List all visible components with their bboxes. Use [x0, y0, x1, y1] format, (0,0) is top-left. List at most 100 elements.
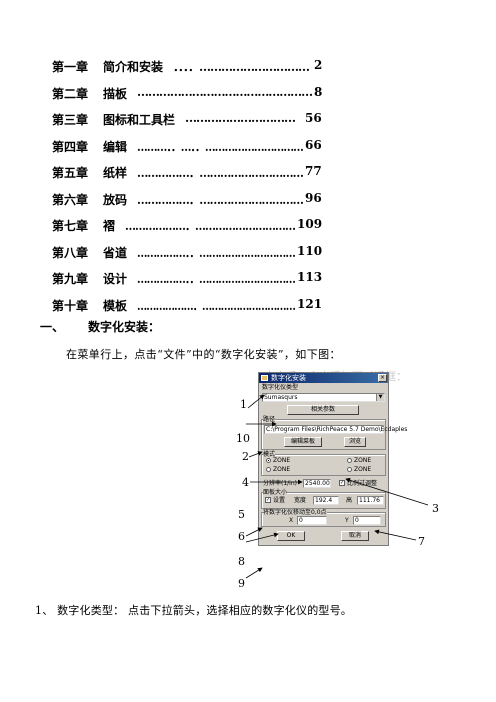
- x-input[interactable]: 0: [297, 516, 327, 525]
- toc-leader-dots: ．．．．…………………………: [173, 60, 310, 74]
- toc-chapter-number: 第二章: [52, 86, 89, 101]
- toc-chapter-title: 放码: [103, 192, 128, 207]
- y-input[interactable]: 0: [353, 516, 381, 525]
- arrow-9: [245, 567, 263, 579]
- height-label: 高: [346, 497, 353, 504]
- toc-leader-dots: …………………………: [185, 111, 296, 125]
- arrow-8: [245, 532, 279, 543]
- toc-chapter-title: 模板: [103, 298, 128, 313]
- radio-mode-3-label: ZONE: [354, 457, 372, 464]
- chevron-down-icon[interactable]: ▼: [376, 394, 384, 401]
- radio-mode-4[interactable]: [347, 467, 352, 472]
- radio-mode-4-label: ZONE: [354, 466, 372, 473]
- section-number: 一、: [40, 320, 65, 334]
- resolution-input[interactable]: 2540.00: [303, 479, 331, 488]
- origin-group-label: 将数字化仪移动至0,0点: [263, 509, 327, 516]
- toc-chapter-number: 第六章: [52, 192, 89, 207]
- toc-leader-dots: ……………．．…………………………: [137, 245, 296, 260]
- toc-leader-dots: …………………………………………: [137, 84, 313, 99]
- mode-group: [261, 454, 386, 476]
- size-set-checkbox[interactable]: ✓: [265, 497, 271, 503]
- toc-leader-dots: ………．．…．．…………………………: [137, 139, 304, 154]
- scale-adjust-checkbox[interactable]: ✓: [339, 480, 345, 486]
- toc-row: 第七章褶 ………………．…………………………109: [52, 217, 322, 233]
- toc-chapter-title: 褶: [103, 219, 116, 233]
- section-title: 数字化安装：: [88, 320, 161, 334]
- callout-4: 4: [242, 476, 249, 489]
- size-set-label: 设置: [273, 497, 286, 504]
- x-label: X: [289, 517, 294, 524]
- mode-group-label: 模式: [263, 451, 276, 458]
- toc-chapter-number: 第九章: [52, 272, 89, 286]
- params-button[interactable]: 相关参数: [287, 405, 359, 415]
- toc-chapter-title: 省道: [103, 245, 128, 260]
- intro-paragraph: 在菜单行上，点击“文件”中的“数字化安装”，如下图：: [66, 348, 341, 361]
- scale-adjust-label: 比例过调整: [347, 480, 378, 487]
- toc-leader-dots: ………………．…………………………: [125, 219, 296, 233]
- arrow-2: [248, 451, 263, 458]
- callout-2: 2: [242, 450, 249, 463]
- radio-mode-1-label: ZONE: [273, 457, 291, 464]
- toc-page-number: 121: [297, 296, 323, 311]
- toc-page-number: 56: [305, 111, 322, 125]
- toc-leader-dots: ……………．…………………………: [137, 166, 304, 180]
- toc-chapter-title: 编辑: [103, 139, 128, 154]
- toc-chapter-title: 设计: [103, 272, 128, 286]
- cancel-button[interactable]: 取消: [341, 531, 369, 541]
- edit-menu-board-button[interactable]: 编辑菜板: [284, 437, 322, 447]
- path-input[interactable]: C:\Program Files\RichPeace 5.7 Demo\Ecda…: [264, 425, 408, 434]
- toc-leader-dots: ………………．…………………………: [137, 298, 296, 313]
- callout-6: 6: [238, 530, 245, 543]
- toc-chapter-number: 第七章: [52, 219, 89, 233]
- radio-mode-2[interactable]: [266, 467, 271, 472]
- path-group-label: 路径: [263, 416, 276, 423]
- toc-row: 第五章纸样……………．…………………………77: [52, 164, 322, 180]
- width-label: 宽度: [294, 497, 307, 504]
- toc-chapter-number: 第五章: [52, 166, 89, 180]
- height-input[interactable]: 111.76: [357, 496, 384, 505]
- arrow-3: [345, 477, 429, 506]
- toc-page-number: 113: [297, 270, 323, 284]
- arrow-6: [245, 527, 263, 537]
- toc-row: 第二章描板 …………………………………………8: [52, 85, 322, 101]
- radio-mode-2-label: ZONE: [273, 466, 291, 473]
- toc-row: 第一章简介和安装．．．．…………………………2: [52, 58, 322, 74]
- toc-chapter-title: 简介和安装: [103, 60, 164, 74]
- callout-8: 8: [238, 555, 245, 568]
- digitizer-setup-dialog: 数字化安装 × 数字化仪类型 Sumasqurs ▼ 相关参数 路径 C:\Pr…: [258, 372, 408, 546]
- toc-chapter-number: 第十章: [52, 298, 89, 313]
- toc-row: 第三章图标和工具栏 ………………………… 56: [52, 111, 322, 127]
- toc-chapter-title: 图标和工具栏: [103, 113, 176, 127]
- note-digitizer-type: 1、 数字化类型： 点击下拉箭头，选择相应的数字化仪的型号。: [35, 604, 352, 617]
- close-icon[interactable]: ×: [378, 374, 387, 382]
- toc-page-number: 110: [297, 243, 323, 258]
- callout-5: 5: [238, 508, 245, 521]
- toc-chapter-number: 第三章: [52, 113, 89, 127]
- browse-button[interactable]: 浏览: [344, 437, 366, 447]
- toc-page-number: 8: [314, 84, 323, 99]
- toc-row: 第八章省道 ……………．．…………………………110: [52, 244, 322, 260]
- radio-mode-1[interactable]: [266, 458, 271, 463]
- toc-page-number: 2: [314, 58, 323, 72]
- arrow-1: [247, 394, 265, 409]
- digitizer-type-value: Sumasqurs: [264, 394, 298, 401]
- toc-page-number: 77: [305, 164, 322, 178]
- callout-10: 10: [236, 432, 250, 445]
- width-input[interactable]: 192.4: [313, 496, 339, 505]
- callout-3: 3: [432, 502, 439, 515]
- toc-chapter-number: 第八章: [52, 245, 89, 260]
- dialog-title: 数字化安装: [271, 374, 306, 382]
- radio-mode-3[interactable]: [347, 458, 352, 463]
- callout-1: 1: [240, 398, 247, 411]
- toc-page-number: 109: [297, 217, 323, 231]
- toc-page-number: 96: [305, 190, 322, 205]
- size-group-label: 面板大小: [263, 489, 288, 496]
- toc-chapter-title: 描板: [103, 86, 128, 101]
- resolution-label: 分辨率(1/in): [263, 480, 297, 487]
- toc-leader-dots: ……………．．…………………………: [137, 272, 296, 286]
- toc-leader-dots: ……………．…………………………: [137, 192, 304, 207]
- toc-row: 第六章放码 ……………．…………………………96: [52, 191, 322, 207]
- size-group: [261, 492, 386, 509]
- toc-row: 第十章模板 ………………．…………………………121: [52, 297, 322, 313]
